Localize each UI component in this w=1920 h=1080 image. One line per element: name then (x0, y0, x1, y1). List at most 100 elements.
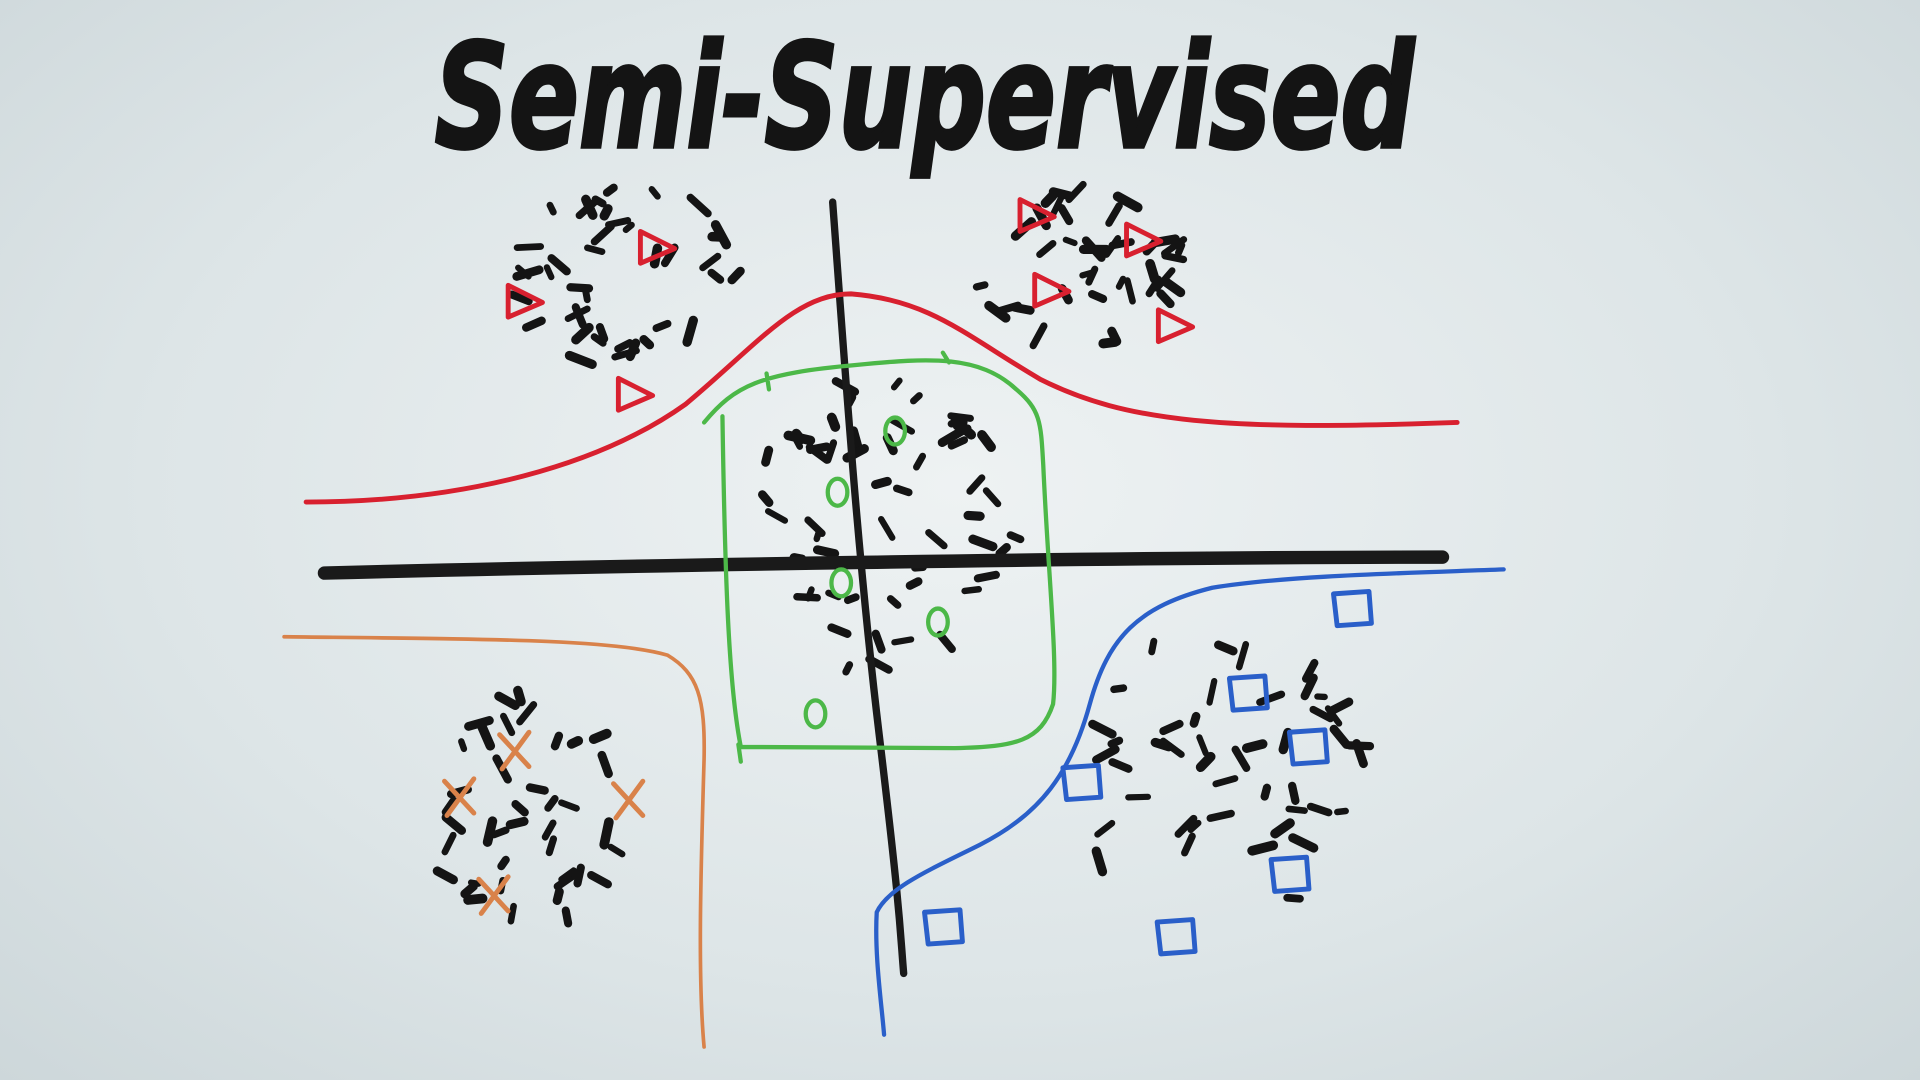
unlabeled-point (546, 201, 557, 216)
unlabeled-point (1270, 818, 1295, 839)
unlabeled-point (1306, 802, 1333, 817)
unlabeled-point (552, 887, 564, 906)
unlabeled-point (1301, 658, 1319, 683)
unlabeled-point (1288, 833, 1319, 853)
unlabeled-point (1181, 832, 1196, 857)
unlabeled-point (984, 300, 1011, 323)
unlabeled-point (550, 731, 564, 751)
unlabeled-point (727, 266, 745, 285)
unlabeled-point (590, 222, 615, 246)
unlabeled-point (571, 322, 594, 345)
unlabeled-point (652, 319, 672, 333)
unlabeled-point (761, 445, 774, 467)
unlabeled-point (521, 316, 546, 332)
unlabeled-point (607, 843, 626, 858)
horizontal-axis (317, 550, 1450, 580)
unlabeled-point (590, 333, 607, 347)
unlabeled-point (871, 629, 886, 654)
red-triangle-point (615, 375, 656, 413)
title: Semi-Supervised (435, 14, 1416, 182)
unlabeled-point (1088, 719, 1117, 739)
unlabeled-point (936, 630, 956, 654)
unlabeled-point (1285, 805, 1308, 814)
unlabeled-point (584, 244, 606, 255)
unlabeled-point (682, 315, 698, 347)
unlabeled-point (925, 529, 948, 550)
unlabeled-point (511, 800, 529, 817)
blue-square-point (1268, 854, 1312, 894)
unlabeled-point (686, 193, 712, 218)
unlabeled-point (886, 595, 902, 609)
unlabeled-point (806, 442, 831, 455)
orange-cross-point (476, 874, 511, 916)
blue-boundary (874, 567, 1506, 1037)
unlabeled-point (1283, 893, 1304, 903)
unlabeled-point (1189, 711, 1201, 728)
unlabeled-point (441, 796, 458, 817)
unlabeled-point (1159, 719, 1184, 736)
unlabeled-point (812, 545, 840, 559)
unlabeled-point (1115, 275, 1127, 290)
unlabeled-point (699, 252, 722, 272)
unlabeled-point (599, 204, 613, 221)
unlabeled-point (573, 863, 585, 888)
unlabeled-point (1108, 758, 1133, 773)
unlabeled-point (707, 268, 725, 284)
unlabeled-point (467, 879, 482, 887)
unlabeled-point (566, 735, 584, 749)
blue-square-point (1286, 727, 1330, 767)
unlabeled-point (982, 487, 1002, 508)
unlabeled-point (561, 906, 573, 928)
unlabeled-point (614, 339, 634, 353)
unlabeled-point (1212, 775, 1239, 788)
unlabeled-point (558, 867, 578, 883)
labeled-points (442, 197, 1374, 957)
unlabeled-point (972, 281, 989, 291)
unlabeled-point (545, 835, 558, 857)
unlabeled-point (871, 476, 892, 490)
unlabeled-point (1124, 277, 1136, 305)
unlabeled-point (1094, 819, 1116, 838)
red-triangle-point (505, 282, 545, 320)
unlabeled-point (1107, 326, 1122, 346)
unlabeled-point (1156, 289, 1175, 309)
unlabeled-point (1309, 705, 1335, 723)
unlabeled-point (1110, 684, 1128, 694)
unlabeled-point (1206, 677, 1218, 706)
unlabeled-point (588, 728, 612, 744)
unlabeled-point (482, 816, 498, 847)
unlabeled-point (1029, 322, 1048, 350)
unlabeled-point (639, 335, 655, 350)
unlabeled-point (587, 871, 613, 889)
unlabeled-point (1287, 781, 1300, 805)
unlabeled-point (1107, 736, 1124, 748)
unlabeled-point (1040, 190, 1058, 208)
unlabeled-point (1145, 258, 1160, 284)
unlabeled-point (1161, 252, 1188, 264)
unlabeled-point (558, 799, 580, 812)
orange-cross-point (611, 778, 646, 821)
unlabeled-point (1145, 275, 1162, 298)
unlabeled-point (947, 412, 974, 422)
orange-cross-point (442, 776, 477, 818)
unlabeled-point (1159, 737, 1185, 758)
unlabeled-point (464, 716, 494, 731)
unlabeled-point (1235, 641, 1250, 671)
unlabeled-point (1092, 745, 1120, 765)
unlabeled-point (564, 350, 597, 369)
unlabeled-point (1153, 267, 1176, 292)
unlabeled-point (791, 434, 804, 450)
green-circle-point (926, 606, 950, 638)
unlabeled-point (1112, 191, 1143, 213)
unlabeled-point (458, 738, 468, 753)
green-circle-point (883, 415, 908, 447)
red-triangle-point (1032, 271, 1072, 309)
unlabeled-point (1091, 846, 1108, 877)
red-triangle-point (637, 228, 678, 266)
unlabeled-point (758, 490, 774, 507)
unlabeled-point (1256, 690, 1286, 706)
unlabeled-point (710, 220, 732, 250)
unlabeled-point (1247, 840, 1279, 856)
unlabeled-point (1036, 239, 1057, 258)
